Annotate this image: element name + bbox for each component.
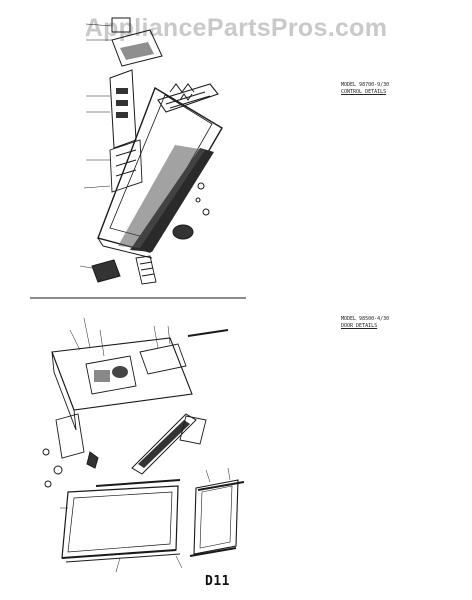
door-assembly: [42, 317, 245, 573]
caption-door-details: MODEL 98500-4/30 DOOR DETAILS: [341, 316, 389, 330]
caption-title: CONTROL DETAILS: [341, 89, 387, 95]
control-panel-assembly: [79, 17, 223, 285]
caption-title: DOOR DETAILS: [341, 323, 378, 329]
page-number: D11: [205, 574, 230, 589]
watermark-logo: AppliancePartsPros.com: [84, 14, 388, 42]
caption-control-details: MODEL 98700-9/30 CONTROL DETAILS: [341, 82, 389, 96]
caption-model: MODEL 98500-4/30: [341, 316, 390, 322]
caption-model: MODEL 98700-9/30: [341, 82, 390, 88]
